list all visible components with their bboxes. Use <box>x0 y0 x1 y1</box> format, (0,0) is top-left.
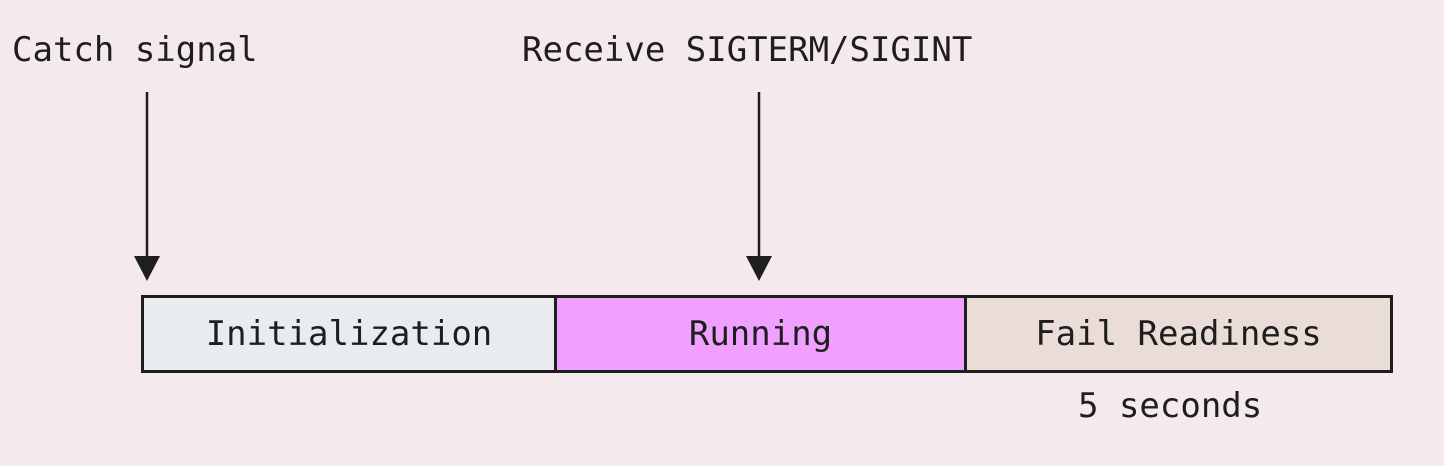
receive-signal-label: Receive SIGTERM/SIGINT <box>522 30 973 70</box>
catch-signal-label: Catch signal <box>12 30 258 70</box>
phase-fail-readiness-label: Fail Readiness <box>1035 314 1322 354</box>
phase-running-label: Running <box>688 314 833 354</box>
catch-signal-arrow <box>134 92 160 281</box>
phase-initialization-label: Initialization <box>205 314 493 354</box>
duration-label: 5 seconds <box>1078 386 1263 426</box>
phase-running: Running <box>554 298 964 370</box>
lifecycle-timeline: Initialization Running Fail Readiness <box>141 295 1393 373</box>
receive-signal-arrow <box>746 92 772 281</box>
phase-fail-readiness: Fail Readiness <box>964 298 1390 370</box>
phase-initialization: Initialization <box>144 298 554 370</box>
